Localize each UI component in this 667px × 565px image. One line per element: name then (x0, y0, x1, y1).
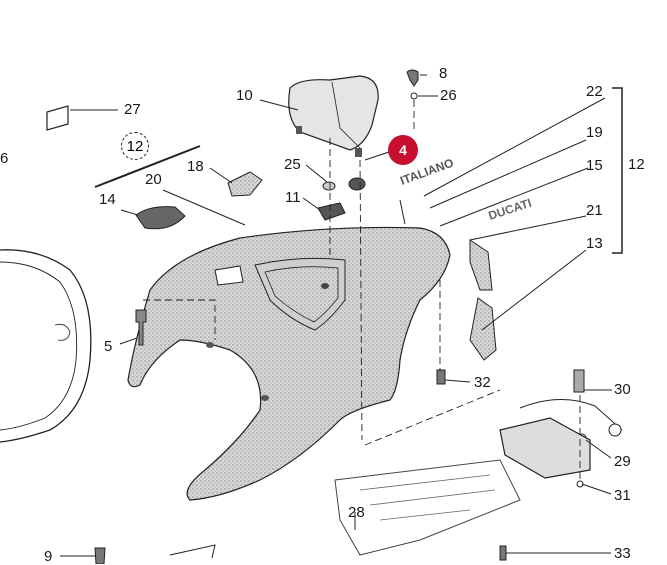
callout-32: 32 (474, 374, 491, 391)
decal-text-ducati: DUCATI (487, 196, 534, 223)
callout-12: 12 (628, 156, 645, 173)
frame (334, 459, 521, 556)
tail-body (127, 226, 451, 501)
callout-8: 8 (439, 65, 448, 82)
bolt-8 (406, 69, 419, 87)
label-27 (46, 105, 69, 131)
callout-26: 26 (440, 87, 457, 104)
callout-9: 9 (44, 548, 53, 565)
screw-33 (499, 545, 507, 561)
callout-31: 31 (614, 487, 631, 504)
callout-33: 33 (614, 545, 631, 562)
nut-32 (436, 369, 446, 385)
part-18 (227, 171, 263, 197)
highlight-callout-4: 4 (388, 135, 418, 165)
decal-19 (469, 239, 493, 291)
callout-5: 5 (104, 338, 113, 355)
callout-29: 29 (614, 453, 631, 470)
callout-15: 15 (586, 157, 603, 174)
callout-6: 6 (0, 150, 9, 167)
callout-22: 22 (586, 83, 603, 100)
bracket-11 (317, 202, 346, 221)
callout-28: 28 (348, 504, 365, 521)
tail-cover (288, 75, 379, 151)
callout-27: 27 (124, 101, 141, 118)
callout-30: 30 (614, 381, 631, 398)
callout-20: 20 (145, 171, 162, 188)
callout-25: 25 (284, 156, 301, 173)
module (499, 417, 591, 479)
seat-outline (0, 249, 92, 443)
callout-10: 10 (236, 87, 253, 104)
screw-5 (135, 309, 147, 346)
circled-callout-12: 12 (121, 132, 149, 160)
part-14 (135, 206, 186, 230)
screw-9 (94, 547, 106, 564)
callout-14: 14 (99, 191, 116, 208)
callout-11: 11 (285, 189, 301, 206)
callout-18: 18 (187, 158, 204, 175)
callout-13: 13 (586, 235, 603, 252)
callout-21: 21 (586, 202, 603, 219)
callout-19: 19 (586, 124, 603, 141)
bolt-30 (573, 369, 585, 393)
